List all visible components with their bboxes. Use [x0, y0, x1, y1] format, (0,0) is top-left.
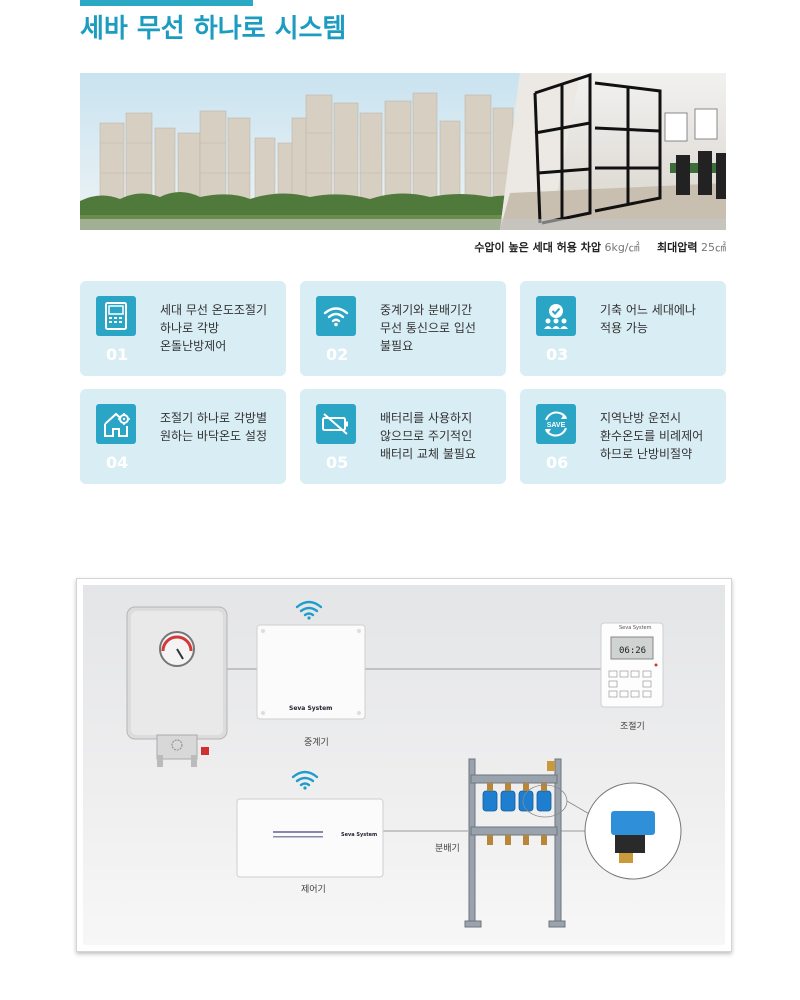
title-accent-bar	[80, 0, 253, 6]
repeater-device	[256, 600, 366, 720]
controller-brand: Seva System	[619, 625, 652, 631]
feature-number: 01	[106, 345, 129, 364]
wifi-icon	[316, 296, 356, 336]
feature-number: 06	[546, 453, 569, 472]
distributor-label: 분배기	[435, 844, 460, 854]
feature-card-03: 03 기축 어느 세대에나 적용 가능	[520, 281, 726, 376]
pressure-spec: 수압이 높은 세대 허용 차압 6kg/㎠ 최대압력 25㎠	[474, 239, 726, 255]
users-check-icon	[536, 296, 576, 336]
thermostat-icon	[96, 296, 136, 336]
control-unit-device	[236, 770, 384, 878]
house-gear-icon	[96, 404, 136, 444]
no-battery-icon	[316, 404, 356, 444]
feature-card-04: 04 조절기 하나로 각방별 원하는 바닥온도 설정	[80, 389, 286, 484]
pressure-label-2: 최대압력	[657, 241, 698, 254]
boiler-image	[126, 606, 228, 767]
controller-device	[600, 622, 664, 708]
feature-text: 세대 무선 온도조절기 하나로 각방 온돌난방제어	[160, 303, 267, 353]
feature-card-06: SAVE 06 지역난방 운전시 환수온도를 비례제어 하므로 난방비절약	[520, 389, 726, 484]
save-energy-icon: SAVE	[536, 404, 576, 444]
controller-label: 조절기	[620, 722, 645, 732]
feature-text: 중계기와 분배기간 무선 통신으로 입선 불필요	[380, 303, 476, 353]
control-unit-label: 제어기	[301, 885, 326, 895]
svg-text:SAVE: SAVE	[547, 422, 566, 429]
repeater-brand: Seva System	[289, 705, 333, 712]
feature-number: 04	[106, 453, 129, 472]
pressure-label-1: 수압이 높은 세대 허용 차압	[474, 241, 601, 254]
feature-card-05: 05 배터리를 사용하지 않으므로 주기적인 배터리 교체 불필요	[300, 389, 506, 484]
feature-grid: 01 세대 무선 온도조절기 하나로 각방 온돌난방제어 02 중계기와 분배기…	[80, 281, 726, 484]
hero-image	[80, 73, 726, 230]
feature-text: 조절기 하나로 각방별 원하는 바닥온도 설정	[160, 411, 267, 443]
feature-text: 기축 어느 세대에나 적용 가능	[600, 303, 696, 335]
system-diagram: 중계기 조절기 분배기 제어기 Seva System Seva System …	[76, 578, 732, 952]
repeater-label: 중계기	[304, 738, 329, 748]
feature-number: 05	[326, 453, 349, 472]
feature-card-02: 02 중계기와 분배기간 무선 통신으로 입선 불필요	[300, 281, 506, 376]
feature-number: 02	[326, 345, 349, 364]
pressure-value-1: 6kg/㎠	[604, 241, 640, 254]
feature-text: 지역난방 운전시 환수온도를 비례제어 하므로 난방비절약	[600, 411, 704, 461]
control-unit-brand: Seva System	[341, 832, 378, 838]
actuator-zoom	[584, 782, 682, 880]
feature-number: 03	[546, 345, 569, 364]
distributor-device	[464, 758, 592, 928]
feature-text: 배터리를 사용하지 않으므로 주기적인 배터리 교체 불필요	[380, 411, 476, 461]
feature-card-01: 01 세대 무선 온도조절기 하나로 각방 온돌난방제어	[80, 281, 286, 376]
diagram-canvas: 중계기 조절기 분배기 제어기 Seva System Seva System …	[83, 585, 725, 945]
page-title: 세바 무선 하나로 시스템	[80, 14, 347, 44]
controller-display: 06:26	[619, 646, 647, 656]
pressure-value-2: 25㎠	[701, 241, 726, 254]
